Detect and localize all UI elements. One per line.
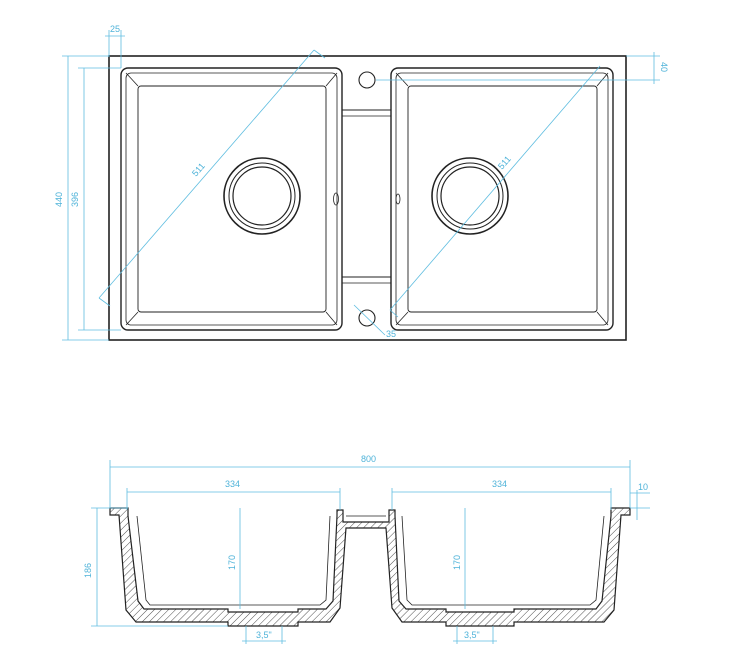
dim-depth-left: 170: [227, 555, 237, 570]
tap-hole-bottom: [358, 309, 376, 327]
drain-left: [223, 157, 301, 235]
sink-outline: [108, 55, 627, 341]
left-bowl: [120, 67, 343, 331]
overflow-left: [333, 192, 339, 206]
dim-drain-left: 3,5": [256, 630, 272, 640]
dim-total-width: 800: [361, 454, 376, 464]
dim-total-height: 440: [54, 192, 64, 207]
dim-drain-right: 3,5": [464, 630, 480, 640]
dim-diag-left: 511: [190, 161, 207, 178]
section-view: 800 334 334 10 186 170 170 3,5": [83, 454, 650, 644]
dim-depth-right: 170: [452, 555, 462, 570]
tap-hole-top: [358, 71, 376, 89]
dim-inner-height: 396: [70, 192, 80, 207]
dim-tap-offset: 40: [659, 62, 669, 72]
dim-total-depth: 186: [83, 563, 93, 578]
top-view: 25 440 396 511 511 40 35: [54, 24, 669, 341]
dim-edge: 25: [110, 24, 120, 34]
drain-right: [431, 157, 509, 235]
dim-tap-dia: 35: [386, 329, 396, 339]
right-bowl: [390, 67, 614, 331]
dim-bowl-right: 334: [492, 479, 507, 489]
dim-rim: 10: [638, 482, 648, 492]
center-bridge: [342, 109, 391, 284]
dim-bowl-left: 334: [225, 479, 240, 489]
dim-diag-right: 511: [496, 154, 513, 171]
section-profile: [109, 507, 631, 627]
